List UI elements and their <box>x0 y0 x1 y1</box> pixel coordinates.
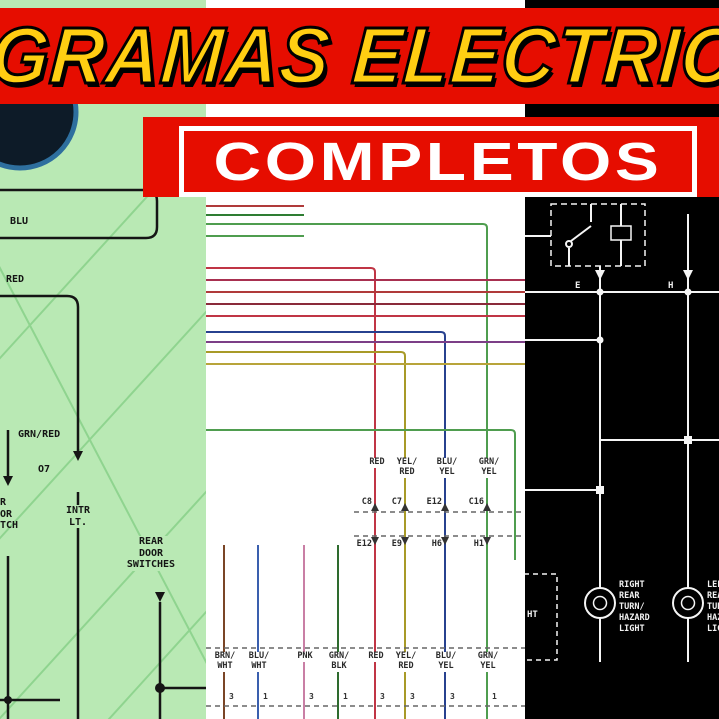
connector-dashed-lines <box>206 511 525 707</box>
subtitle-banner: COMPLETOS <box>143 117 719 197</box>
pin-number: 1 <box>492 692 497 701</box>
connector-label-o7: O7 <box>38 464 51 475</box>
junction-square <box>684 436 692 444</box>
middle-diagram-panel: RED YEL/ RED BLU/ YEL GRN/ YEL C8 C7 E12… <box>206 0 525 719</box>
pin-number: 1 <box>263 692 268 701</box>
pin-number: 3 <box>309 692 314 701</box>
banner-subtitle: COMPLETOS <box>213 131 663 192</box>
down-arrow-icon <box>595 270 605 280</box>
colored-wire-lines <box>206 205 525 719</box>
left-diagram-panel: BLU RED GRN/RED O7 INTR LT. REAR DOOR SW… <box>0 0 206 719</box>
junction-dot <box>596 288 604 296</box>
wire-label-blu: BLU <box>10 216 29 227</box>
bottom-wire-label-red: RED <box>358 651 394 662</box>
connector-label-h1: H1 <box>473 539 484 549</box>
wire-label-grn-red: GRN/RED <box>18 429 61 440</box>
left-wiring-diagram <box>0 53 206 719</box>
pin-number: 3 <box>450 692 455 701</box>
connector-label-h6: H6 <box>431 539 442 549</box>
label-intr-lt: INTR LT. <box>58 505 98 528</box>
connector-box-cut <box>525 573 558 661</box>
connector-label-e12: E12 <box>426 497 442 507</box>
label-edge-cut: R OR TCH <box>0 497 19 531</box>
bottom-wire-label-grn-yel: GRN/ YEL <box>470 651 506 672</box>
lamp-icon <box>584 587 616 619</box>
title-banner: GRAMAS ELECTRIC <box>0 8 719 104</box>
connector-label-e12b: E12 <box>356 539 372 549</box>
connector-label-c7: C7 <box>391 497 402 507</box>
bottom-wire-label-yel-red: YEL/ RED <box>388 651 424 672</box>
connector-label-c16: C16 <box>468 497 484 507</box>
wire-label-red: RED <box>361 457 393 468</box>
junction-dot <box>596 336 604 344</box>
terminal-label-e: E <box>575 281 581 291</box>
down-arrow-icon <box>155 592 165 602</box>
bottom-wire-label-blu-yel: BLU/ YEL <box>428 651 464 672</box>
wire-label-grn-yel: GRN/ YEL <box>473 457 505 478</box>
junction-dot <box>155 683 165 693</box>
terminal-label-h: H <box>668 281 674 291</box>
pin-number: 3 <box>410 692 415 701</box>
wire-label-yel-red: YEL/ RED <box>391 457 423 478</box>
diagonal-guide-lines <box>0 130 206 719</box>
middle-wiring-diagram <box>206 205 525 719</box>
pin-number: 3 <box>380 692 385 701</box>
relay-coil <box>610 225 632 241</box>
bottom-wire-label-grn-blk: GRN/ BLK <box>321 651 357 672</box>
label-rear-door-switches: REAR DOOR SWITCHES <box>108 536 194 571</box>
label-edge-cut-ht: HT <box>527 610 538 620</box>
label-left-rear-turn-hazard-light: LEFT REAR TURN/ HAZARD LIGHT <box>707 580 719 634</box>
subtitle-border-box: COMPLETOS <box>179 126 697 197</box>
bottom-wire-label-pnk: PNK <box>287 651 323 662</box>
wire-label-red: RED <box>6 274 25 285</box>
connector-arrow-icons <box>371 503 491 545</box>
junction-dot <box>4 696 12 704</box>
bottom-wire-label-brn-wht: BRN/ WHT <box>207 651 243 672</box>
black-wire-lines <box>0 188 206 719</box>
label-right-rear-turn-hazard-light: RIGHT REAR TURN/ HAZARD LIGHT <box>619 580 650 634</box>
pin-number: 1 <box>343 692 348 701</box>
junction-square <box>596 486 604 494</box>
pin-number: 3 <box>229 692 234 701</box>
down-arrow-icon <box>73 451 83 461</box>
lamp-icon <box>672 587 704 619</box>
bottom-wire-label-blu-wht: BLU/ WHT <box>241 651 277 672</box>
down-arrow-icon <box>3 476 13 486</box>
connector-label-e9: E9 <box>391 539 402 549</box>
banner-title: GRAMAS ELECTRIC <box>0 10 719 102</box>
connector-label-c8: C8 <box>361 497 372 507</box>
down-arrow-icon <box>683 270 693 280</box>
wire-label-blu-yel: BLU/ YEL <box>431 457 463 478</box>
right-diagram-panel: E H RIGHT REAR TURN/ HAZARD LIGHT LEFT R… <box>525 0 719 719</box>
junction-dot <box>684 288 692 296</box>
right-wiring-diagram <box>525 203 719 662</box>
